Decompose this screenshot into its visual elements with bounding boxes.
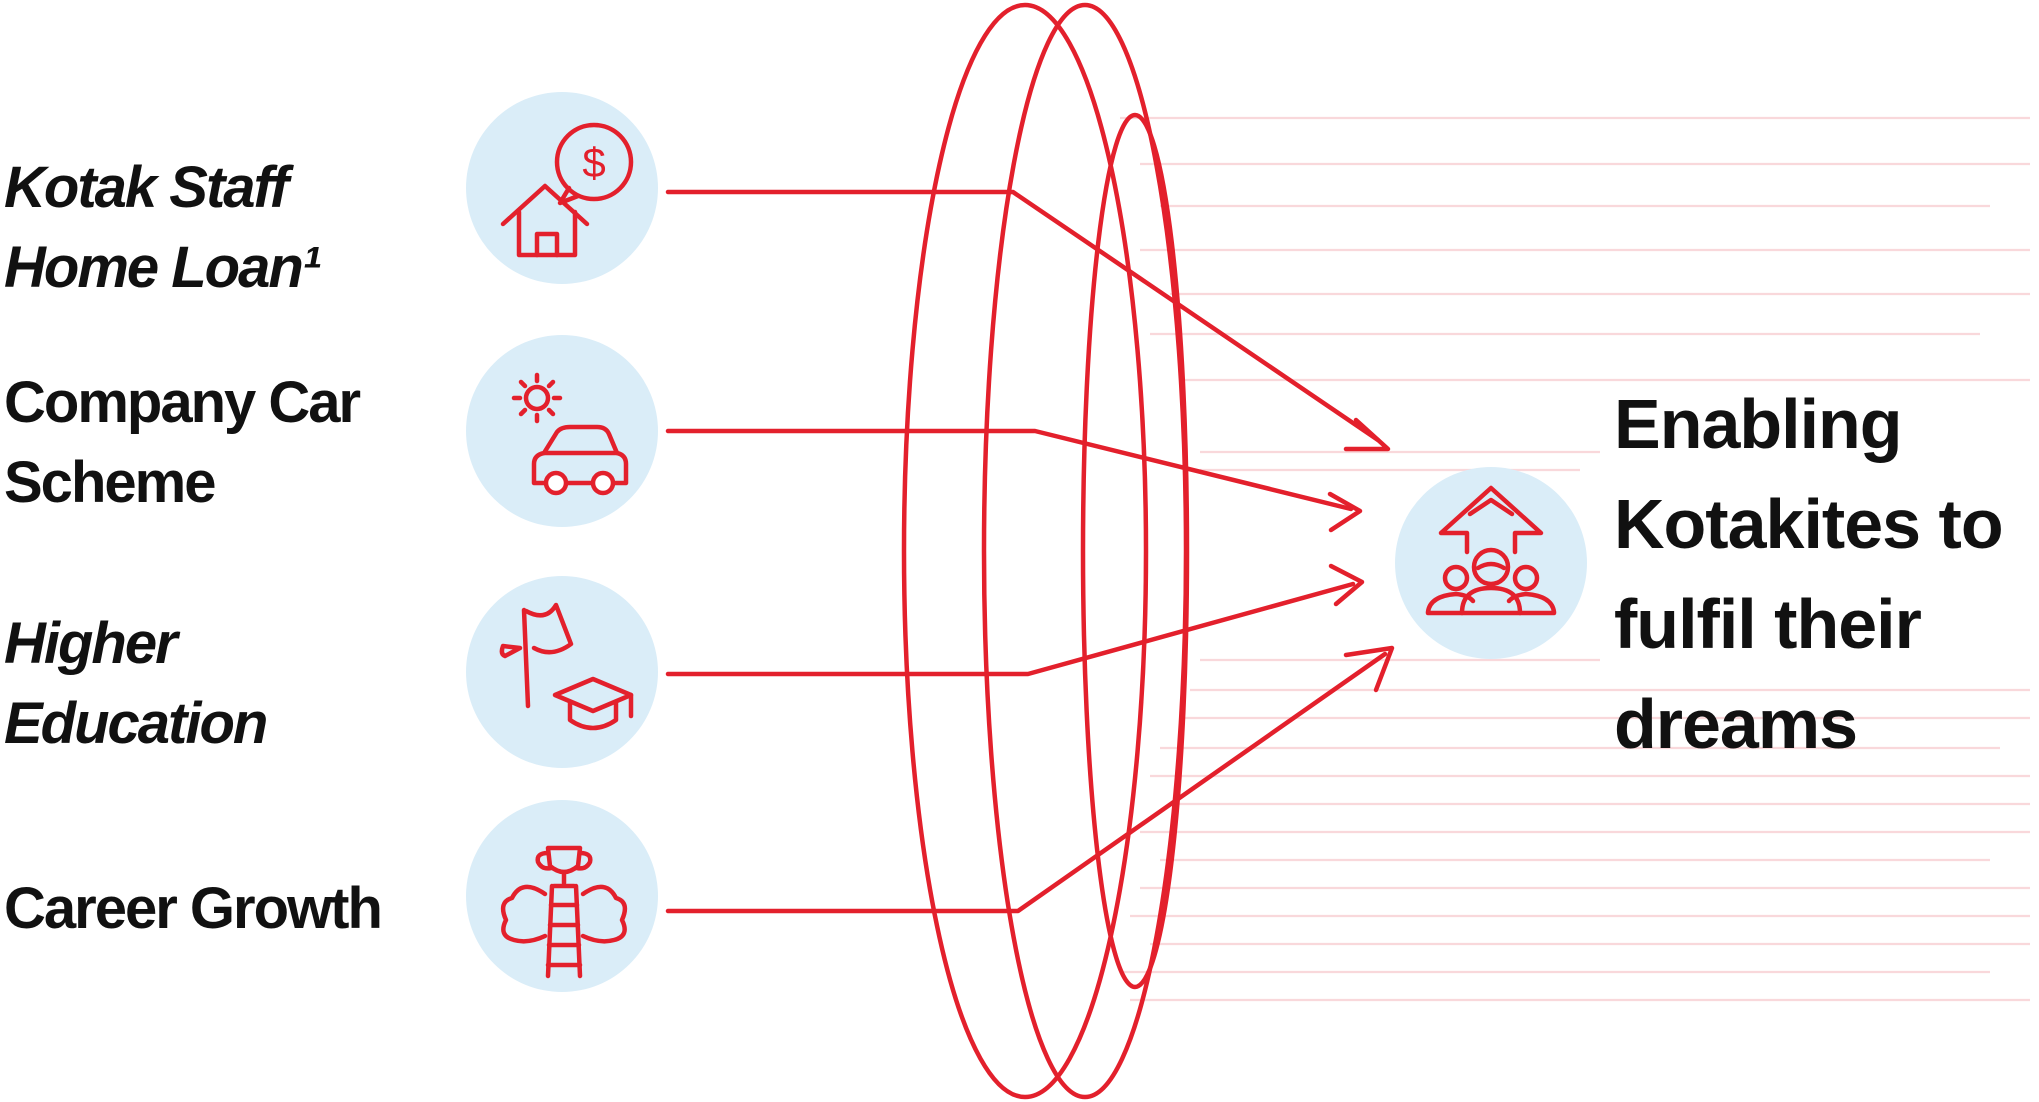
lens-ring-outer — [901, 2, 1149, 1100]
lens-ring-inner — [1080, 112, 1190, 990]
svg-text:$: $ — [582, 139, 605, 186]
label-career-growth: Career Growth — [4, 876, 383, 941]
arrowhead-career — [1343, 645, 1395, 693]
connector-career — [665, 651, 1388, 914]
icon-circle-home-loan: $ — [466, 92, 658, 284]
arrowhead-education — [1328, 563, 1365, 607]
trophy-ladder-icon — [500, 845, 628, 979]
car-sun-icon — [511, 372, 629, 496]
arrowhead-car — [1327, 491, 1363, 533]
label-home-loan: Kotak Staff Home Loan¹ — [4, 155, 321, 300]
label-higher-education: Higher Education — [4, 611, 268, 756]
label-outcome: Enabling Kotakites to fulfil their dream… — [1614, 385, 2004, 763]
connector-lines — [665, 189, 1395, 914]
icon-circle-education — [466, 576, 658, 768]
people-growth-arrow-icon — [1425, 485, 1557, 616]
lens-rings — [901, 2, 1190, 1100]
icon-circle-career — [466, 800, 658, 992]
label-company-car: Company Car Scheme — [4, 370, 361, 515]
icon-circle-car — [466, 335, 658, 527]
connector-car — [665, 428, 1354, 512]
icon-circle-outcome — [1395, 467, 1587, 659]
arrowhead-home-loan — [1343, 417, 1391, 452]
house-dollar-icon: $ — [500, 122, 634, 258]
graduation-cap-flag-icon — [499, 602, 634, 731]
connector-education — [665, 581, 1356, 677]
connector-home-loan — [665, 189, 1381, 443]
